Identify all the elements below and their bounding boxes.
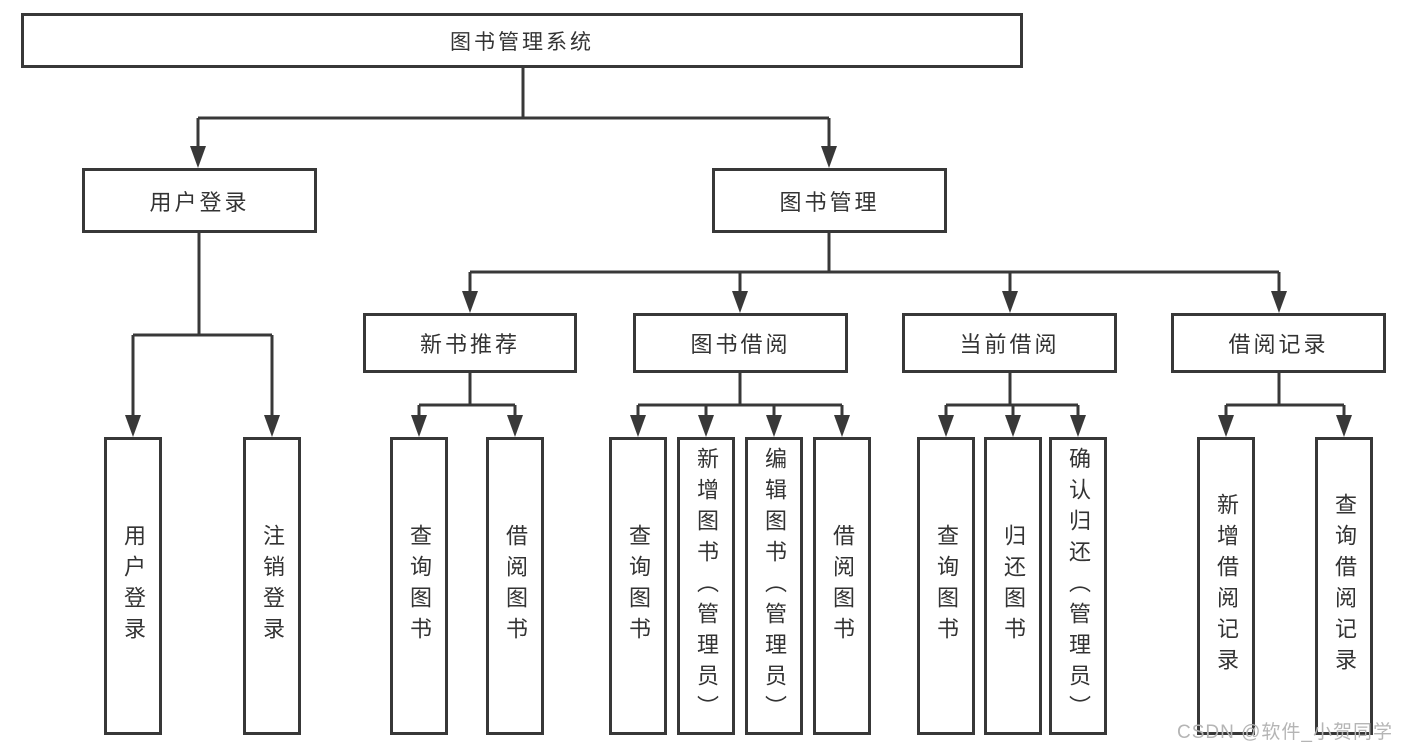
node-label: 确认归还（管理员） (1066, 446, 1091, 726)
node-label: 借阅图书 (503, 524, 528, 648)
node-current-borrowing: 当前借阅 (902, 313, 1117, 373)
node-label: 图书借阅 (690, 332, 791, 357)
connector-lines (131, 68, 1346, 416)
arrowhead (1336, 415, 1352, 437)
arrowhead (1070, 415, 1086, 437)
leaf-query-books-recommend: 查询图书 (390, 437, 448, 735)
arrowhead (698, 415, 714, 437)
arrowhead (125, 415, 141, 437)
node-label: 新书推荐 (419, 332, 520, 357)
arrowhead (821, 146, 837, 168)
leaf-query-books-borrowing: 查询图书 (609, 437, 667, 735)
leaf-borrow-books-recommend: 借阅图书 (486, 437, 544, 735)
leaf-add-books-admin: 新增图书（管理员） (677, 437, 735, 735)
watermark: CSDN @软件_小贺同学 (1177, 722, 1393, 743)
node-label: 借阅记录 (1228, 332, 1329, 357)
arrowhead (1005, 415, 1021, 437)
connector-user-login (131, 233, 274, 416)
connector-root (196, 68, 831, 147)
arrowheads (125, 146, 1352, 437)
leaf-borrow-books: 借阅图书 (813, 437, 871, 735)
node-library-management-system: 图书管理系统 (21, 13, 1023, 68)
leaf-user-login: 用户登录 (104, 437, 162, 735)
node-label: 用户登录 (121, 524, 146, 648)
node-label: 归还图书 (1001, 524, 1026, 648)
node-borrowing-records: 借阅记录 (1171, 313, 1386, 373)
node-label: 注销登录 (260, 524, 285, 648)
arrowhead (938, 415, 954, 437)
leaf-query-books-current: 查询图书 (917, 437, 975, 735)
leaf-confirm-return-admin: 确认归还（管理员） (1049, 437, 1107, 735)
node-label: 当前借阅 (959, 332, 1060, 357)
arrowhead (766, 415, 782, 437)
node-label: 用户登录 (149, 189, 250, 215)
node-book-borrowing: 图书借阅 (633, 313, 848, 373)
node-label: 查询借阅记录 (1332, 493, 1357, 679)
arrowhead (834, 415, 850, 437)
node-label: 查询图书 (626, 524, 651, 648)
arrowhead (1002, 291, 1018, 313)
arrowhead (732, 291, 748, 313)
arrowhead (507, 415, 523, 437)
arrowhead (1271, 291, 1287, 313)
connector-book-borrowing (636, 373, 844, 416)
arrowhead (462, 291, 478, 313)
node-label: 借阅图书 (830, 524, 855, 648)
node-user-login: 用户登录 (82, 168, 317, 233)
leaf-add-borrow-record: 新增借阅记录 (1197, 437, 1255, 735)
connector-new-book-recommendation (417, 373, 517, 416)
node-label: 查询图书 (407, 524, 432, 648)
connector-book-management (468, 233, 1281, 292)
arrowhead (630, 415, 646, 437)
leaf-edit-books-admin: 编辑图书（管理员） (745, 437, 803, 735)
leaf-return-books: 归还图书 (984, 437, 1042, 735)
arrowhead (1218, 415, 1234, 437)
connector-current-borrowing (944, 373, 1080, 416)
node-label: 新增图书（管理员） (694, 446, 719, 726)
arrowhead (190, 146, 206, 168)
node-label: 新增借阅记录 (1214, 493, 1239, 679)
node-label: 图书管理系统 (450, 30, 594, 54)
node-book-management: 图书管理 (712, 168, 947, 233)
arrowhead (264, 415, 280, 437)
node-label: 查询图书 (934, 524, 959, 648)
node-label: 图书管理 (779, 189, 880, 215)
leaf-query-borrow-record: 查询借阅记录 (1315, 437, 1373, 735)
node-label: 编辑图书（管理员） (762, 446, 787, 726)
arrowhead (411, 415, 427, 437)
node-new-book-recommendation: 新书推荐 (363, 313, 577, 373)
leaf-logout: 注销登录 (243, 437, 301, 735)
connector-borrowing-records (1224, 373, 1346, 416)
